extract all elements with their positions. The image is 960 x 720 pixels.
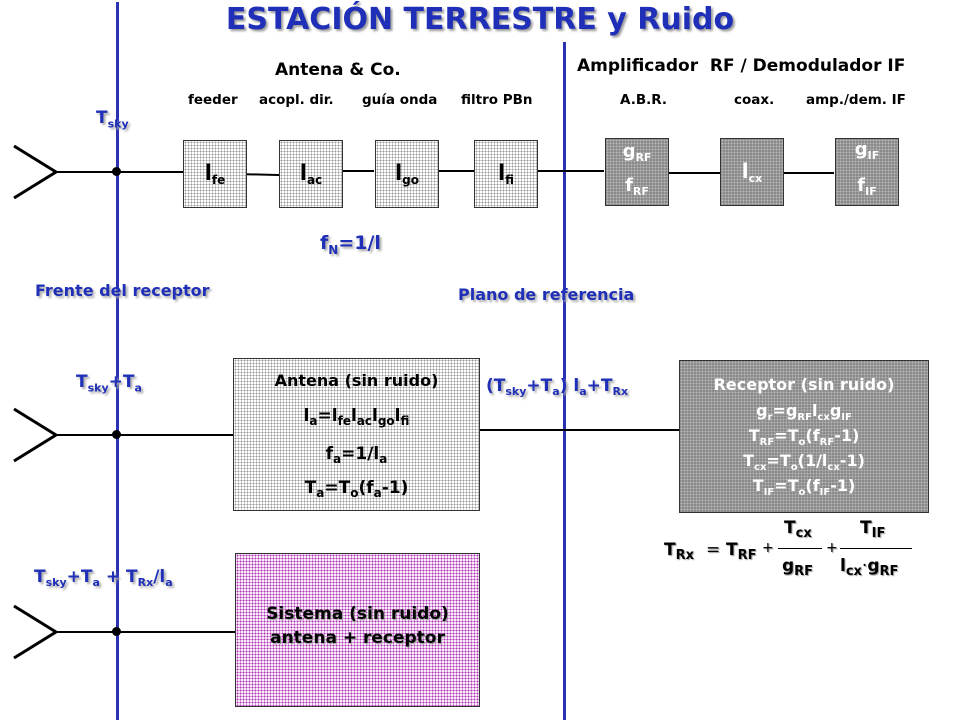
sublabel-feeder: feeder [188, 92, 238, 108]
system-box-line1: Sistema (sin ruido) [266, 604, 449, 624]
sublabel-coupler: acopl. dir. [259, 92, 334, 108]
signal-line-row2-a [56, 434, 233, 436]
sublabel-waveguide: guía onda [362, 92, 438, 108]
friis-term1: TRF [726, 540, 757, 563]
if-demod-block: gIF fIF [835, 138, 899, 206]
friis-frac2-bar [840, 548, 912, 549]
reference-plane-label: Plano de referencia [458, 285, 635, 304]
antenna-group-header: Antena & Co. [275, 60, 401, 80]
lna-block: gRF fRF [605, 138, 669, 206]
page-title: ESTACIÓN TERRESTRE y Ruido [225, 2, 735, 37]
receiver-trf-formula: TRF=To(fRF-1) [748, 426, 860, 448]
antenna-nf-formula: fa=1/la [325, 444, 388, 466]
signal-line-row1-e [538, 170, 604, 172]
row3-total-temp-label: Tsky+Ta + TRx/la [34, 567, 173, 589]
antenna-box-title: Antena (sin ruido) [274, 371, 439, 390]
receiver-tif-formula: TIF=To(fIF-1) [752, 476, 856, 498]
feeder-block: lfe [183, 140, 247, 208]
junction-dot-row1 [112, 167, 121, 176]
tsky-label: Tsky [96, 108, 129, 131]
friis-num1: Tcx [784, 518, 812, 541]
sublabel-filter: filtro PBn [461, 92, 533, 108]
receiver-front-line [116, 2, 119, 720]
friis-den1: gRF [782, 556, 814, 579]
receiver-noiseless-box: Receptor (sin ruido) gr=gRFlcxgIF TRF=To… [679, 360, 929, 513]
friis-lhs: TRx [664, 540, 695, 563]
friis-num2: TIF [860, 518, 886, 541]
junction-dot-row3 [112, 627, 121, 636]
signal-line-row1-c [342, 170, 374, 172]
friis-formula: TRx = TRF + Tcx gRF + TIF lcx·gRF [664, 518, 914, 588]
signal-line-row2-b [479, 429, 679, 431]
friis-den2: lcx·gRF [840, 556, 899, 579]
antenna-noiseless-box: Antena (sin ruido) la=lfelaclgolfi fa=1/… [233, 358, 480, 511]
system-box-line2: antena + receptor [270, 628, 445, 648]
friis-plus-2: + [826, 540, 838, 556]
sublabel-coax: coax. [734, 92, 775, 108]
antenna-loss-formula: la=lfelaclgolfi [303, 406, 410, 428]
system-noiseless-box: Sistema (sin ruido) antena + receptor [235, 553, 480, 707]
filter-block: lfi [474, 140, 538, 208]
waveguide-block: lgo [375, 140, 439, 208]
noise-figure-label: fN=1/l [320, 232, 381, 257]
friis-eq: = [706, 540, 721, 560]
sublabel-lna: A.B.R. [620, 92, 668, 108]
signal-line-row1-f [668, 172, 720, 174]
coupler-block: lac [279, 140, 343, 208]
coax-block: lcx [720, 138, 784, 206]
row2-input-temp-label: Tsky+Ta [76, 372, 142, 395]
friis-frac1-bar [778, 548, 822, 549]
signal-line-row1-d [438, 170, 474, 172]
receiver-box-title: Receptor (sin ruido) [713, 375, 895, 394]
signal-line-row3 [56, 631, 235, 633]
reference-temp-label: (Tsky+Ta) la+TRx [486, 376, 629, 398]
receiver-gain-formula: gr=gRFlcxgIF [756, 401, 852, 423]
signal-line-row1-g [784, 172, 834, 174]
reference-plane-line [563, 42, 566, 720]
sublabel-if-demod: amp./dem. IF [806, 92, 906, 108]
antenna-temp-formula: Ta=To(fa-1) [304, 478, 409, 500]
receiver-front-label: Frente del receptor [35, 281, 210, 300]
friis-plus-1: + [762, 540, 774, 556]
junction-dot-row2 [112, 430, 121, 439]
amp-group-header: Amplificador RF / Demodulador IF [577, 56, 906, 76]
receiver-tcx-formula: Tcx=To(1/lcx-1) [743, 451, 865, 473]
